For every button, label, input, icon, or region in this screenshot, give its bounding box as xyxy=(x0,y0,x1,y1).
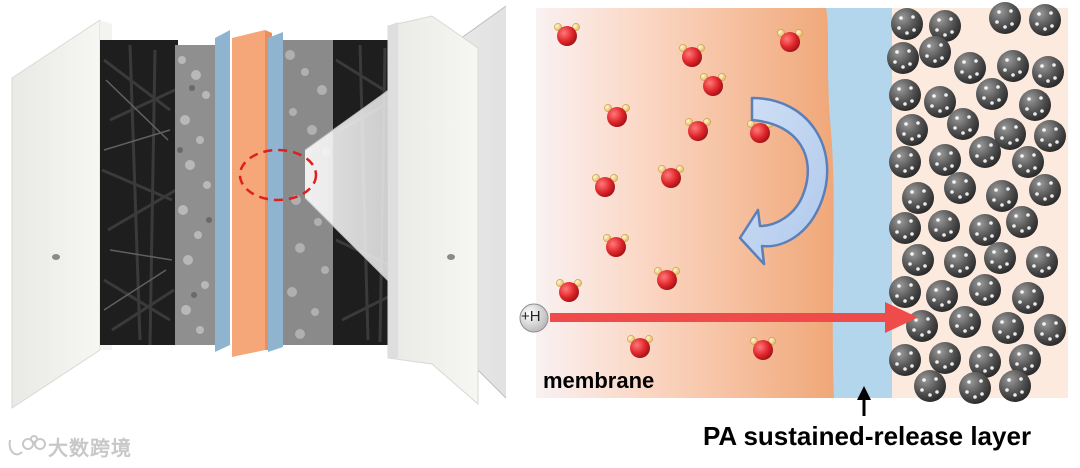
right-end-plate xyxy=(387,15,479,406)
carbon-particle xyxy=(999,370,1031,402)
carbon-particle xyxy=(896,114,928,146)
carbon-particle xyxy=(889,212,921,244)
carbon-particle xyxy=(902,244,934,276)
right-plate-hole xyxy=(447,254,455,260)
carbon-particle xyxy=(989,2,1021,34)
carbon-particle xyxy=(889,344,921,376)
left-end-plate xyxy=(11,19,101,409)
carbon-particle xyxy=(1009,344,1041,376)
water-molecule xyxy=(554,23,580,46)
watermark-logo-icon xyxy=(8,435,46,456)
water-molecule xyxy=(627,335,653,358)
water-molecule xyxy=(658,165,684,188)
carbon-particle xyxy=(1034,120,1066,152)
carbon-particle xyxy=(919,36,951,68)
carbon-particle xyxy=(889,276,921,308)
carbon-particle xyxy=(944,172,976,204)
carbon-particle xyxy=(889,146,921,178)
proton-icon xyxy=(519,303,549,333)
membrane-region xyxy=(536,8,834,398)
carbon-particle xyxy=(944,246,976,278)
carbon-particle xyxy=(1026,246,1058,278)
water-molecule xyxy=(592,174,618,197)
watermark-text: 大数跨境 xyxy=(48,438,132,460)
water-molecule xyxy=(604,104,630,127)
right-pa-layer xyxy=(268,32,283,352)
carbon-particle xyxy=(969,136,1001,168)
carbon-particle xyxy=(1034,314,1066,346)
water-molecule xyxy=(603,234,629,257)
carbon-particle xyxy=(1019,89,1051,121)
water-molecule xyxy=(777,29,803,52)
carbon-particle xyxy=(924,86,956,118)
membrane-label: membrane xyxy=(543,368,655,393)
carbon-particle xyxy=(928,210,960,242)
carbon-particle xyxy=(949,306,981,338)
carbon-particle xyxy=(997,50,1029,82)
carbon-particle xyxy=(969,214,1001,246)
carbon-particle xyxy=(947,108,979,140)
carbon-particle xyxy=(891,8,923,40)
carbon-particle xyxy=(929,342,961,374)
carbon-particle xyxy=(926,280,958,312)
carbon-particle xyxy=(969,274,1001,306)
carbon-particle xyxy=(969,346,1001,378)
left-particle-layer xyxy=(175,45,215,345)
water-molecule xyxy=(654,267,680,290)
water-molecule xyxy=(700,73,726,96)
carbon-particle xyxy=(914,370,946,402)
carbon-particle xyxy=(887,42,919,74)
carbon-particle xyxy=(1029,174,1061,206)
water-molecule xyxy=(556,279,582,302)
carbon-particle xyxy=(992,312,1024,344)
carbon-particle xyxy=(929,144,961,176)
carbon-particle xyxy=(994,118,1026,150)
pa-layer-pointer-arrow xyxy=(857,386,871,416)
stack-membrane xyxy=(232,30,265,357)
carbon-particles xyxy=(887,2,1066,404)
carbon-particle xyxy=(1029,4,1061,36)
pa-sustained-release-layer xyxy=(826,8,892,398)
proton-transport-arrow xyxy=(550,302,918,333)
carbon-particle xyxy=(954,52,986,84)
carbon-particle xyxy=(1006,206,1038,238)
recirculation-arrow xyxy=(738,96,829,266)
water-molecule xyxy=(747,120,773,143)
left-plate-hole xyxy=(52,254,60,260)
left-fiber-electrode xyxy=(100,40,178,346)
carbon-particle xyxy=(929,10,961,42)
carbon-particle xyxy=(1012,146,1044,178)
carbon-particle xyxy=(986,180,1018,212)
left-pa-layer xyxy=(215,30,230,352)
cell-stack xyxy=(11,5,507,409)
carbon-particle xyxy=(959,372,991,404)
carbon-particle xyxy=(976,78,1008,110)
water-molecule xyxy=(679,44,705,67)
carbon-particle xyxy=(1012,282,1044,314)
carbon-particle xyxy=(1032,56,1064,88)
carbon-particle xyxy=(889,79,921,111)
proton-label: +H xyxy=(521,308,541,325)
carbon-particle xyxy=(984,242,1016,274)
water-molecule xyxy=(685,118,711,141)
water-molecule xyxy=(750,337,776,360)
carbon-particle xyxy=(902,182,934,214)
water-molecules xyxy=(554,23,803,360)
zoom-region-marker xyxy=(238,148,318,202)
pa-layer-label: PA sustained-release layer xyxy=(703,421,1032,451)
